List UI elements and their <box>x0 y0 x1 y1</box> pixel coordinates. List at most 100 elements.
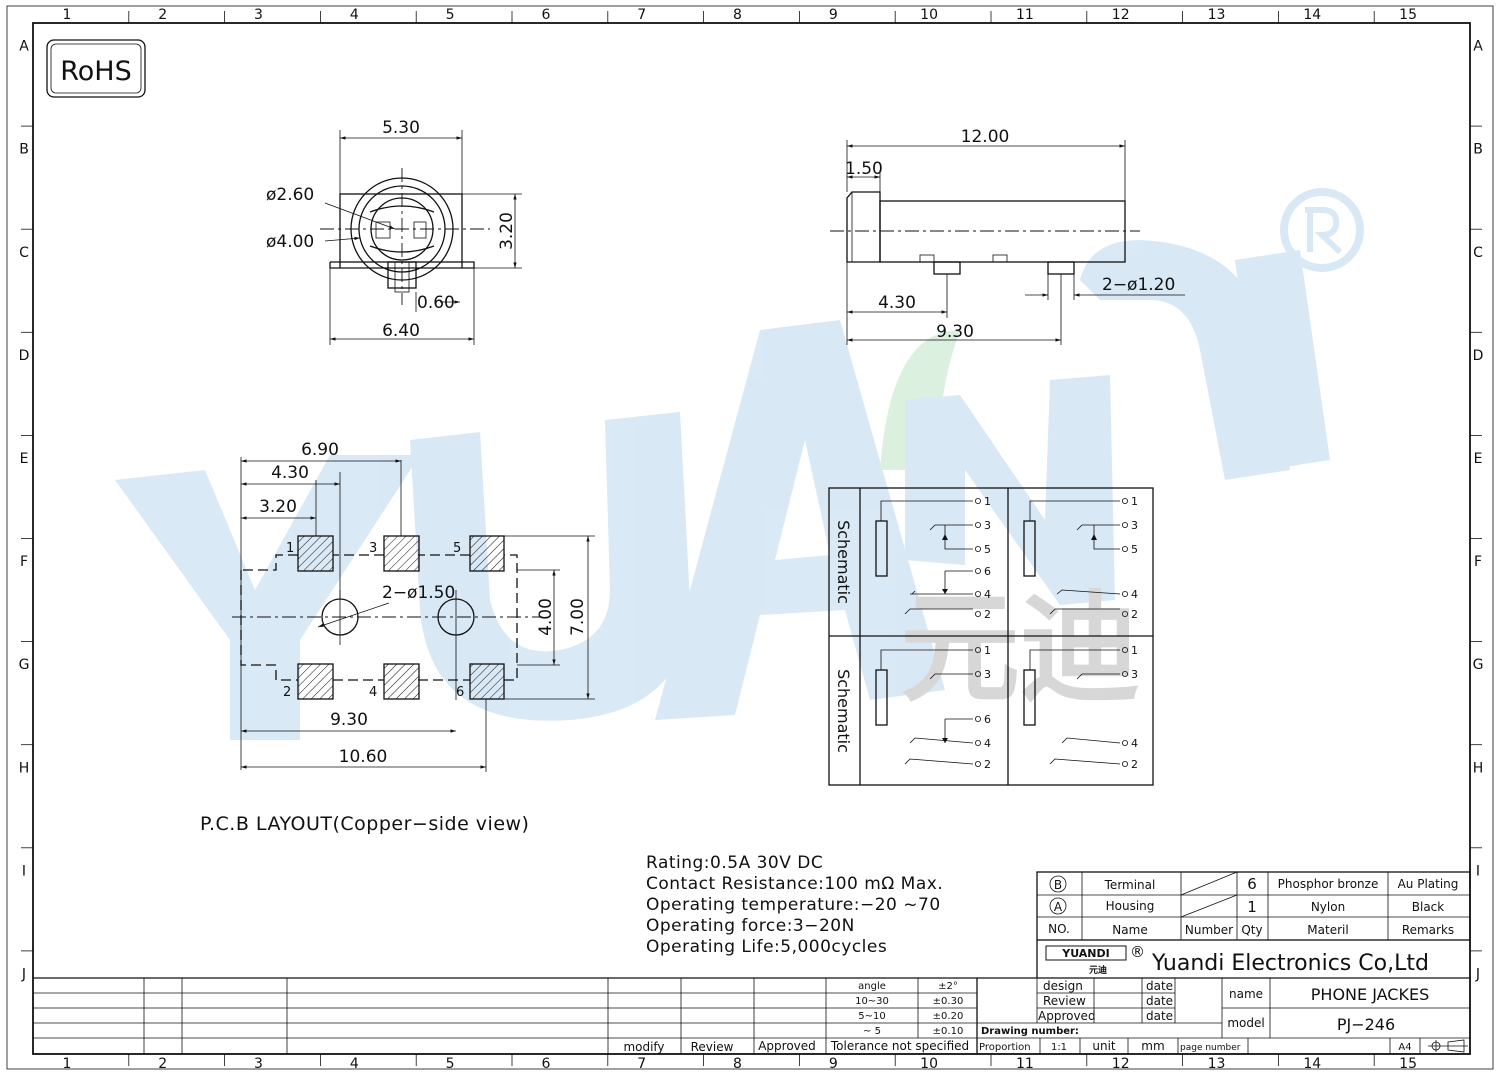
pad-label-3: 3 <box>369 541 377 556</box>
tb-model-label: model <box>1227 1016 1264 1030</box>
watermark: 元迪 <box>115 188 1364 740</box>
grid-col-label: 1 <box>62 7 71 23</box>
spec-temperature: Operating temperature:−20 ~70 <box>646 895 941 915</box>
schematic-pin-terminal <box>1122 591 1129 598</box>
schematic-pin-terminal <box>1122 497 1129 504</box>
schematic-pin-number: 3 <box>1131 668 1138 681</box>
dim-pcb-690: 6.90 <box>301 440 339 460</box>
schematic-pin-terminal <box>975 591 982 598</box>
pad-label-6: 6 <box>456 685 464 700</box>
schematic-pin-terminal <box>975 740 982 747</box>
schematic-pin-terminal <box>975 671 982 678</box>
schematic-pin-terminal <box>1122 546 1129 553</box>
dim-side-flange: 1.50 <box>845 159 883 179</box>
schematic-pin-terminal <box>975 546 982 553</box>
grid-col-label: 8 <box>733 7 742 23</box>
grid-row-label: I <box>1476 863 1480 879</box>
schematic-pin-terminal <box>1122 647 1129 654</box>
grid-row-label: D <box>19 348 30 364</box>
bom-row-a-remarks: Black <box>1412 900 1445 914</box>
side-view <box>830 140 1185 345</box>
schematic-pin-number: 4 <box>984 737 991 750</box>
grid-col-label: 6 <box>541 1056 550 1072</box>
schematic-pin-number: 5 <box>1131 543 1138 556</box>
grid-col-label: 4 <box>350 7 359 23</box>
pcb-layout <box>232 457 595 772</box>
grid-col-label: 15 <box>1399 1056 1417 1072</box>
bom-row-a-material: Nylon <box>1311 900 1345 914</box>
bom-row-b-no: B <box>1054 878 1062 892</box>
tol-range-0: angle <box>858 981 886 992</box>
tb-design: design <box>1043 979 1083 993</box>
grid-col-label: 12 <box>1112 7 1130 23</box>
schematic-pin-number: 3 <box>984 519 991 532</box>
grid-row-label: C <box>19 245 29 261</box>
grid-col-label: 10 <box>920 7 938 23</box>
dim-front-pin-offset: 0.60 <box>417 293 455 313</box>
schematic-pin-number: 5 <box>984 543 991 556</box>
dim-pcb-400: 4.00 <box>536 598 556 636</box>
schematic-pin-terminal <box>1122 611 1129 618</box>
bom-header-name: Name <box>1112 923 1147 937</box>
dim-pcb-430: 4.30 <box>271 463 309 483</box>
schematic-box <box>828 487 1154 786</box>
tb-date-3: date <box>1146 1009 1173 1023</box>
tb-page-number: page number <box>1180 1043 1241 1053</box>
dim-side-peg2: 9.30 <box>936 322 974 342</box>
grid-row-label: B <box>1473 142 1483 158</box>
schematic-pin-number: 1 <box>1131 495 1138 508</box>
grid-col-label: 5 <box>446 7 455 23</box>
tb-drawing-number: Drawing number: <box>981 1026 1079 1037</box>
dim-pcb-holes: 2−ø1.50 <box>382 583 455 603</box>
schematic-label-bottom: Schematic <box>834 669 853 753</box>
bom-header-qty: Qty <box>1241 923 1262 937</box>
grid-row-label: F <box>20 554 28 570</box>
pad-label-2: 2 <box>283 685 291 700</box>
tb-approved: Approved <box>1038 1009 1096 1023</box>
grid-col-label: 15 <box>1399 7 1417 23</box>
logo-text: YUANDI <box>1061 947 1110 960</box>
tb-proportion-value: 1:1 <box>1051 1042 1067 1053</box>
tb-name-label: name <box>1229 987 1263 1001</box>
grid-col-label: 10 <box>920 1056 938 1072</box>
bom-header-remarks: Remarks <box>1402 923 1454 937</box>
grid-col-label: 11 <box>1016 1056 1034 1072</box>
grid-row-label: A <box>1473 39 1483 55</box>
dim-front-height: 3.20 <box>497 212 517 250</box>
schematic-pin-terminal <box>975 497 982 504</box>
grid-row-label: E <box>1474 451 1483 467</box>
grid-col-label: 4 <box>350 1056 359 1072</box>
schematic-pin-terminal <box>975 761 982 768</box>
schematic-pin-number: 1 <box>984 644 991 657</box>
schematic-pin-number: 3 <box>984 668 991 681</box>
grid-row-label: C <box>1473 245 1483 261</box>
schematic-pin-number: 2 <box>984 608 991 621</box>
grid-row-label: H <box>1473 760 1484 776</box>
schematic-pin-terminal <box>975 716 982 723</box>
bom-header-no: NO. <box>1048 922 1070 936</box>
pad-label-1: 1 <box>286 541 294 556</box>
grid-col-label: 8 <box>733 1056 742 1072</box>
tol-value-1: ±0.30 <box>933 996 964 1007</box>
schematic-pin-terminal <box>975 568 982 575</box>
grid-col-label: 3 <box>254 1056 263 1072</box>
grid-row-label: B <box>19 142 29 158</box>
dim-pcb-1060: 10.60 <box>339 747 388 767</box>
grid-col-label: 14 <box>1303 1056 1321 1072</box>
dim-front-outer-dia: ø4.00 <box>266 232 314 252</box>
grid-col-label: 13 <box>1208 1056 1226 1072</box>
bom-header-number: Number <box>1185 923 1233 937</box>
bom-row-a-name: Housing <box>1106 899 1155 913</box>
dim-side-peg-dia: 2−ø1.20 <box>1102 275 1175 295</box>
schematic-pin-terminal <box>975 647 982 654</box>
grid-row-label: H <box>19 760 30 776</box>
grid-row-label: J <box>1475 966 1480 982</box>
grid-labels: 1122334455667788991010111112121313141415… <box>19 7 1484 1072</box>
schematic-pin-terminal <box>975 611 982 618</box>
schematic-pin-terminal <box>1122 761 1129 768</box>
tol-value-0: ±2° <box>938 981 958 992</box>
grid-row-label: G <box>1473 657 1484 673</box>
grid-col-label: 6 <box>541 7 550 23</box>
